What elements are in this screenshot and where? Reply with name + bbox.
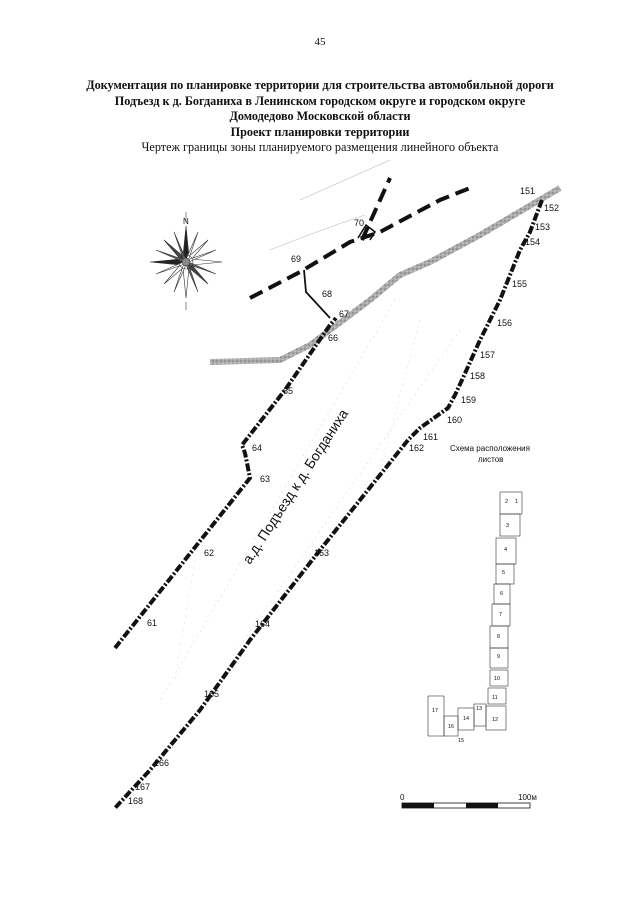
scale-bar: 0 100м bbox=[400, 793, 537, 809]
point-label: 163 bbox=[314, 548, 329, 558]
header-line-3: Домодедово Московской области bbox=[229, 109, 411, 123]
point-label: 68 bbox=[322, 289, 332, 299]
sheet-number: 12 bbox=[492, 717, 498, 723]
interior-faint-lines bbox=[159, 299, 461, 701]
header-subtitle: Чертеж границы зоны планируемого размеще… bbox=[141, 140, 499, 154]
right-boundary bbox=[113, 199, 544, 810]
top-dashed-details bbox=[357, 223, 377, 241]
point-label: 62 bbox=[204, 548, 214, 558]
scheme-title-line-1: Схема расположения bbox=[450, 444, 530, 453]
point-label: 153 bbox=[535, 222, 550, 232]
point-label: 70 bbox=[354, 218, 364, 228]
sheet-number: 3 bbox=[506, 523, 509, 529]
point-label: 157 bbox=[480, 350, 495, 360]
point-label: 162 bbox=[409, 443, 424, 453]
sheet-number: 17 bbox=[432, 708, 438, 714]
sheet-number: 5 bbox=[502, 570, 505, 576]
point-label: 152 bbox=[544, 203, 559, 213]
sheet-number: 6 bbox=[500, 591, 503, 597]
connector-69-67 bbox=[303, 269, 331, 319]
point-label: 161 bbox=[423, 432, 438, 442]
point-label: 160 bbox=[447, 415, 462, 425]
header-line-1: Документация по планировке территории дл… bbox=[86, 78, 554, 92]
sheet-number: 8 bbox=[497, 634, 500, 640]
sheet-number: 1 bbox=[515, 499, 518, 505]
sheet-number: 7 bbox=[499, 612, 502, 618]
left-boundary bbox=[113, 316, 338, 650]
top-dashed-boundary bbox=[249, 177, 471, 300]
faint-background-lines bbox=[174, 159, 421, 681]
sheet-number: 2 bbox=[505, 499, 508, 505]
sheet-number: 4 bbox=[504, 547, 507, 553]
point-label: 151 bbox=[520, 186, 535, 196]
point-label: 168 bbox=[128, 796, 143, 806]
point-label: 158 bbox=[470, 371, 485, 381]
sheet-number: 11 bbox=[492, 695, 498, 701]
point-label: 67 bbox=[339, 309, 349, 319]
sheet-number: 10 bbox=[494, 676, 500, 682]
sheet-number: 13 bbox=[476, 706, 482, 712]
document-header: Документация по планировке территории дл… bbox=[0, 78, 640, 155]
scheme-title-line-2: листов bbox=[478, 455, 503, 464]
compass-rose: N bbox=[149, 212, 223, 310]
page-number: 45 bbox=[314, 36, 326, 48]
sheet-number: 16 bbox=[448, 724, 454, 730]
existing-road bbox=[209, 185, 562, 365]
boundary-point-labels: 61 62 63 64 65 66 67 68 69 70 151 152 15… bbox=[128, 186, 559, 806]
point-label: 165 bbox=[204, 689, 219, 699]
sheet-layout-scheme: Схема расположения листов 2 1 3 4 5 6 7 … bbox=[427, 444, 530, 744]
point-label: 164 bbox=[255, 619, 270, 629]
point-label: 64 bbox=[252, 443, 262, 453]
point-label: 65 bbox=[283, 386, 293, 396]
sheet-number: 14 bbox=[463, 716, 469, 722]
point-label: 155 bbox=[512, 279, 527, 289]
point-label: 156 bbox=[497, 318, 512, 328]
point-label: 154 bbox=[525, 237, 540, 247]
point-label: 166 bbox=[154, 758, 169, 768]
header-line-4: Проект планировки территории bbox=[230, 124, 410, 139]
scale-end-label: 100м bbox=[518, 793, 537, 802]
point-label: 167 bbox=[135, 782, 150, 792]
point-label: 61 bbox=[147, 618, 157, 628]
header-line-2: Подъезд к д. Богданиха в Ленинском город… bbox=[114, 93, 526, 108]
point-label: 63 bbox=[260, 474, 270, 484]
point-label: 69 bbox=[291, 254, 301, 264]
point-label: 66 bbox=[328, 333, 338, 343]
point-label: 159 bbox=[461, 395, 476, 405]
scale-start-label: 0 bbox=[400, 793, 405, 802]
compass-north-label: N bbox=[183, 217, 189, 226]
sheet-number: 15 bbox=[458, 738, 464, 744]
sheet-number: 9 bbox=[497, 654, 500, 660]
